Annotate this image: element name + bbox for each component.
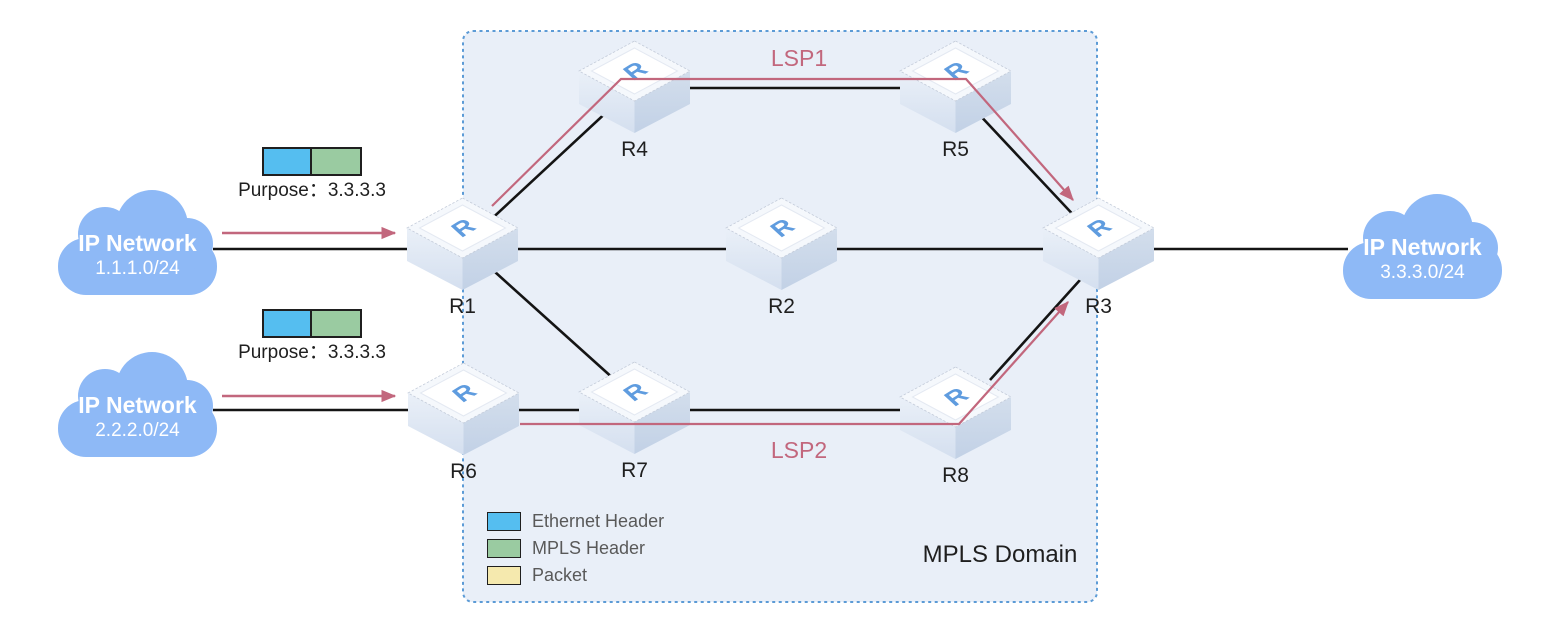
- ethernet-header-box: [262, 147, 312, 176]
- router-icon: [405, 197, 520, 291]
- ip-network-cloud-3: IP Network 3.3.3.0/24: [1340, 190, 1505, 302]
- packet-headers: [232, 309, 392, 338]
- cloud-title: IP Network: [78, 230, 197, 256]
- router-label-r4: R4: [621, 138, 648, 161]
- cloud-icon: [58, 352, 217, 457]
- router-r1: R R1: [405, 197, 520, 319]
- router-label-r6: R6: [450, 460, 477, 483]
- router-icon: [577, 40, 692, 134]
- packet-flow-1: Purpose：3.3.3.3: [232, 147, 392, 203]
- router-icon: [1041, 197, 1156, 291]
- purpose-label-1: Purpose：3.3.3.3: [238, 180, 386, 201]
- mpls-domain-label: MPLS Domain: [922, 541, 1078, 568]
- router-icon: [898, 40, 1013, 134]
- cloud-subnet: 3.3.3.0/24: [1380, 262, 1465, 283]
- lsp1-label: LSP1: [770, 45, 828, 71]
- legend-row-mpls: MPLS Header: [487, 537, 664, 559]
- legend-row-packet: Packet: [487, 564, 664, 586]
- purpose-label-2: Purpose：3.3.3.3: [238, 342, 386, 363]
- router-label-r8: R8: [942, 464, 969, 487]
- cloud-title: IP Network: [1363, 234, 1482, 260]
- router-icon: [724, 197, 839, 291]
- router-r8: R R8: [898, 366, 1013, 488]
- mpls-header-box: [312, 309, 362, 338]
- ip-network-cloud-1: IP Network 1.1.1.0/24: [55, 186, 220, 298]
- ip-network-cloud-2: IP Network 2.2.2.0/24: [55, 348, 220, 460]
- router-r3: R R3: [1041, 197, 1156, 319]
- cloud-icon: [58, 190, 217, 295]
- mpls-header-swatch: [487, 538, 521, 558]
- router-icon: [406, 362, 521, 456]
- cloud-subnet: 1.1.1.0/24: [95, 258, 180, 279]
- cloud-title: IP Network: [78, 392, 197, 418]
- lsp2-label: LSP2: [770, 437, 828, 463]
- router-icon: [577, 361, 692, 455]
- ethernet-header-swatch: [487, 511, 521, 531]
- router-label-r5: R5: [942, 138, 969, 161]
- router-r2: R R2: [724, 197, 839, 319]
- cloud-icon: [1343, 194, 1502, 299]
- legend-label: MPLS Header: [532, 538, 646, 558]
- router-label-r3: R3: [1085, 295, 1112, 318]
- mpls-header-box: [312, 147, 362, 176]
- packet-flow-2: Purpose：3.3.3.3: [232, 309, 392, 365]
- packet-headers: [232, 147, 392, 176]
- legend-label: Packet: [532, 565, 588, 585]
- router-icon: [898, 366, 1013, 460]
- ethernet-header-box: [262, 309, 312, 338]
- legend: Ethernet Header MPLS Header Packet: [487, 510, 664, 591]
- legend-label: Ethernet Header: [532, 511, 665, 531]
- router-r6: R R6: [406, 362, 521, 484]
- router-r4: R R4: [577, 40, 692, 162]
- router-label-r7: R7: [621, 459, 648, 482]
- router-label-r2: R2: [768, 295, 795, 318]
- router-r7: R R7: [577, 361, 692, 483]
- legend-row-ethernet: Ethernet Header: [487, 510, 664, 532]
- router-label-r1: R1: [449, 295, 476, 318]
- router-r5: R R5: [898, 40, 1013, 162]
- packet-swatch: [487, 565, 521, 585]
- cloud-subnet: 2.2.2.0/24: [95, 420, 180, 441]
